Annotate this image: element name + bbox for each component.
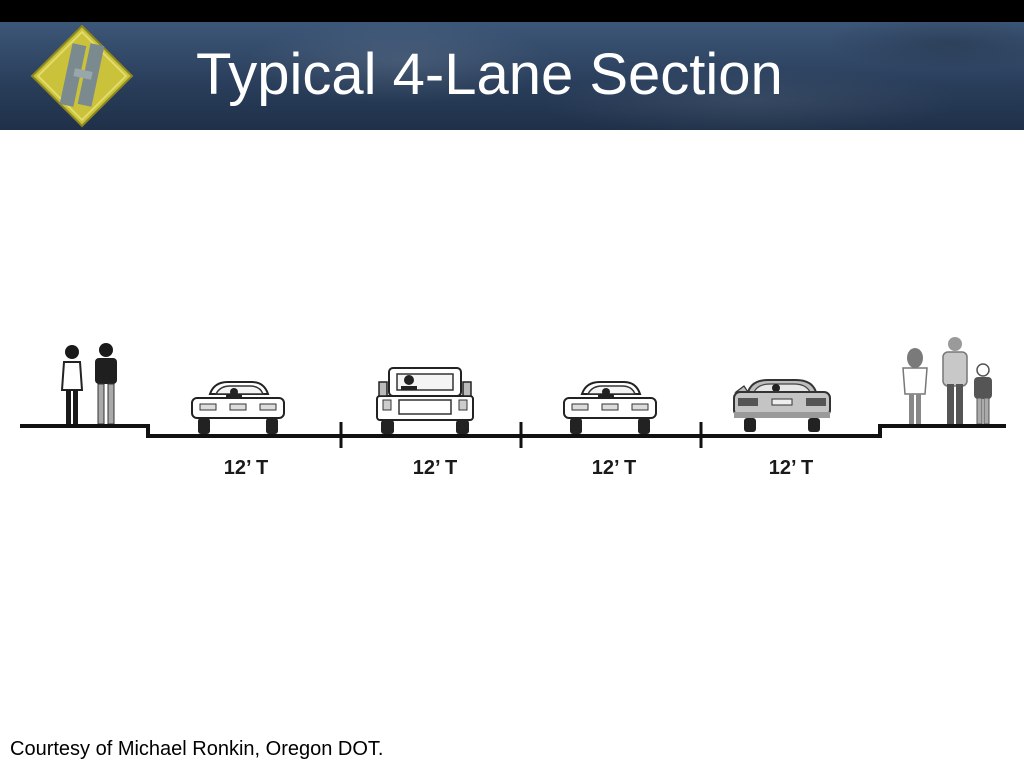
road-profile	[20, 424, 1006, 438]
lane-label-2: 12’ T	[413, 457, 457, 479]
car-headlights-icon	[733, 379, 831, 433]
pedestrian-pair-icon	[60, 343, 117, 425]
top-strip	[0, 0, 1024, 22]
credit-text: Courtesy of Michael Ronkin, Oregon DOT.	[10, 738, 384, 760]
slide-header: Typical 4-Lane Section	[0, 22, 1024, 130]
lane-label-1: 12’ T	[224, 457, 268, 479]
lane-label-3: 12’ T	[592, 457, 636, 479]
street-section-diagram: 12’ T 12’ T 12’ T 12’ T	[20, 337, 1006, 479]
lane-dividers	[339, 422, 703, 448]
road-diamond-sign-icon	[30, 24, 134, 128]
lane-label-4: 12’ T	[769, 457, 813, 479]
sedan-icon	[563, 381, 657, 435]
pickup-truck-icon	[376, 367, 474, 435]
sedan-icon	[191, 381, 285, 435]
page-title: Typical 4-Lane Section	[196, 42, 783, 107]
pedestrian-family-icon	[902, 337, 992, 425]
